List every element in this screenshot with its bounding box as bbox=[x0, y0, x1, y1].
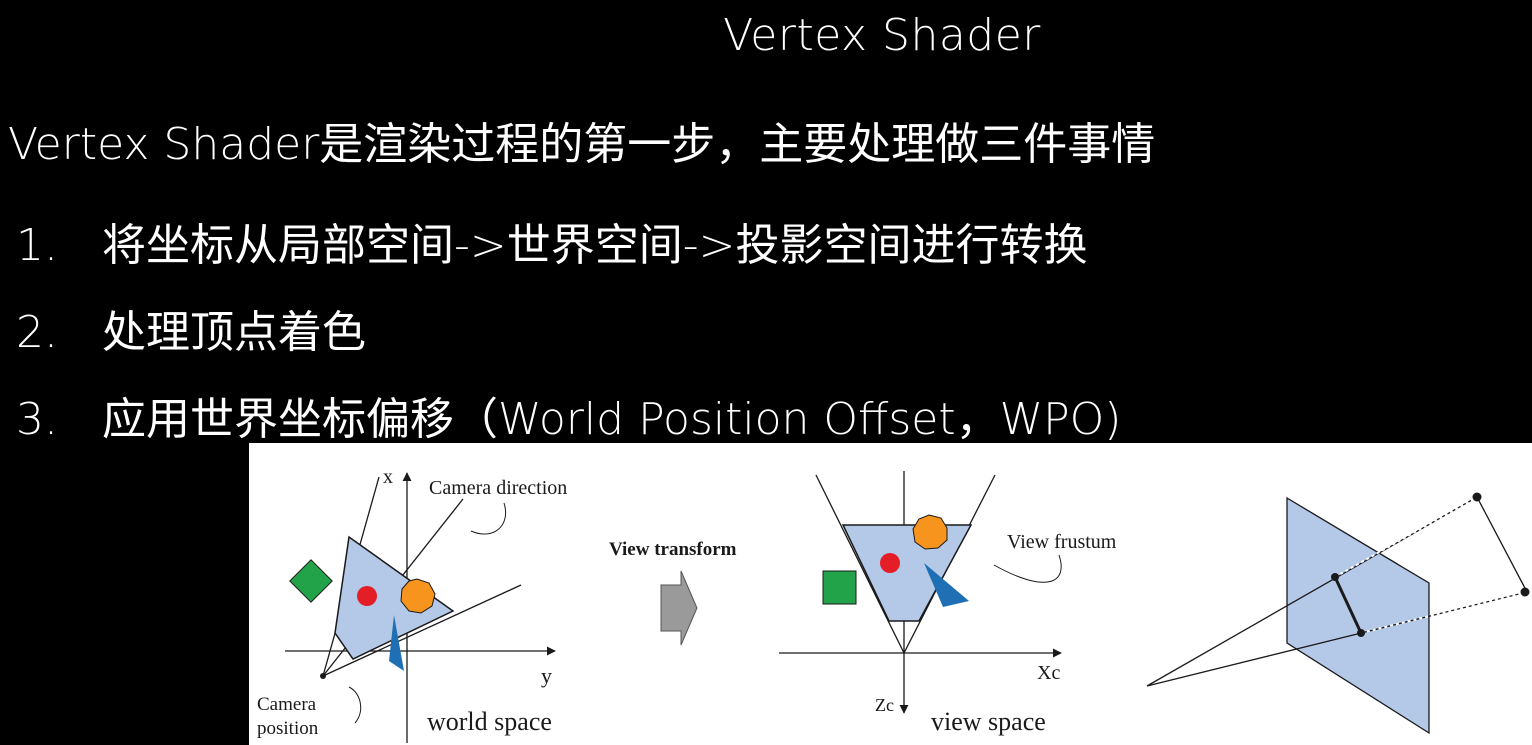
list-item-number: 3. bbox=[16, 394, 58, 445]
blue-cone bbox=[924, 563, 969, 607]
figure-svg: x y Camera direction Camera position wor… bbox=[257, 466, 1530, 743]
list-item-text: 应用世界坐标偏移（World Position Offset，WPO) bbox=[102, 394, 1122, 445]
view-transform-label: View transform bbox=[609, 539, 737, 560]
world-space-label: world space bbox=[427, 707, 552, 736]
green-square bbox=[289, 559, 333, 603]
list-item-text: 将坐标从局部空间->世界空间->投影空间进行转换 bbox=[102, 220, 1088, 271]
world-space-diagram: x y Camera direction Camera position wor… bbox=[257, 466, 567, 743]
view-frustum-label: View frustum bbox=[1007, 531, 1117, 553]
camera-label-line1: Camera bbox=[257, 694, 317, 715]
slide-intro: Vertex Shader是渲染过程的第一步，主要处理做三件事情 bbox=[8, 119, 1156, 170]
list-item: 2. 处理顶点着色 bbox=[16, 296, 366, 360]
world-y-axis-label: y bbox=[541, 663, 552, 688]
frustum-edge-line bbox=[815, 474, 905, 654]
list-item: 3. 应用世界坐标偏移（World Position Offset，WPO) bbox=[16, 383, 1121, 447]
source-point bbox=[1472, 492, 1482, 502]
blue-cone bbox=[389, 615, 404, 671]
frustum-pointer-curve bbox=[993, 554, 1062, 583]
gray-arrow-icon bbox=[660, 570, 698, 646]
projected-segment bbox=[1333, 576, 1363, 634]
direction-pointer-curve bbox=[470, 502, 506, 535]
source-point bbox=[1520, 587, 1530, 597]
hidden-ray-segment bbox=[1360, 591, 1528, 634]
view-x-axis-label: Xc bbox=[1037, 662, 1060, 684]
camera-pointer-curve bbox=[348, 686, 362, 724]
list-item: 1. 将坐标从局部空间->世界空间->投影空间进行转换 bbox=[16, 209, 1088, 273]
list-item-number: 2. bbox=[16, 307, 58, 358]
orange-octagon bbox=[400, 578, 436, 614]
projected-point bbox=[1331, 573, 1339, 581]
view-transform-figure: x y Camera direction Camera position wor… bbox=[249, 443, 1532, 745]
view-frustum-polygon bbox=[841, 524, 973, 622]
view-space-label: view space bbox=[931, 707, 1046, 736]
list-item-text: 处理顶点着色 bbox=[102, 307, 366, 358]
red-circle bbox=[357, 586, 377, 606]
projected-point bbox=[1357, 629, 1365, 637]
list-item-number: 1. bbox=[16, 220, 58, 271]
view-transform-arrow: View transform bbox=[609, 539, 737, 646]
view-space-diagram: View frustum Xc Zc view space bbox=[779, 471, 1117, 736]
camera-label-line2: position bbox=[257, 718, 319, 739]
camera-direction-label: Camera direction bbox=[429, 477, 567, 499]
projection-diagram bbox=[1146, 492, 1530, 735]
frustum-edge-line bbox=[322, 584, 522, 677]
slide-title: Vertex Shader bbox=[723, 10, 1041, 61]
green-square bbox=[822, 570, 857, 605]
world-x-axis-label: x bbox=[383, 466, 393, 488]
projection-lines bbox=[1146, 496, 1528, 687]
view-z-axis-label: Zc bbox=[875, 695, 894, 715]
orange-octagon bbox=[912, 514, 948, 550]
projection-plane bbox=[1286, 496, 1430, 735]
camera-point bbox=[320, 673, 326, 679]
red-circle bbox=[880, 553, 900, 573]
